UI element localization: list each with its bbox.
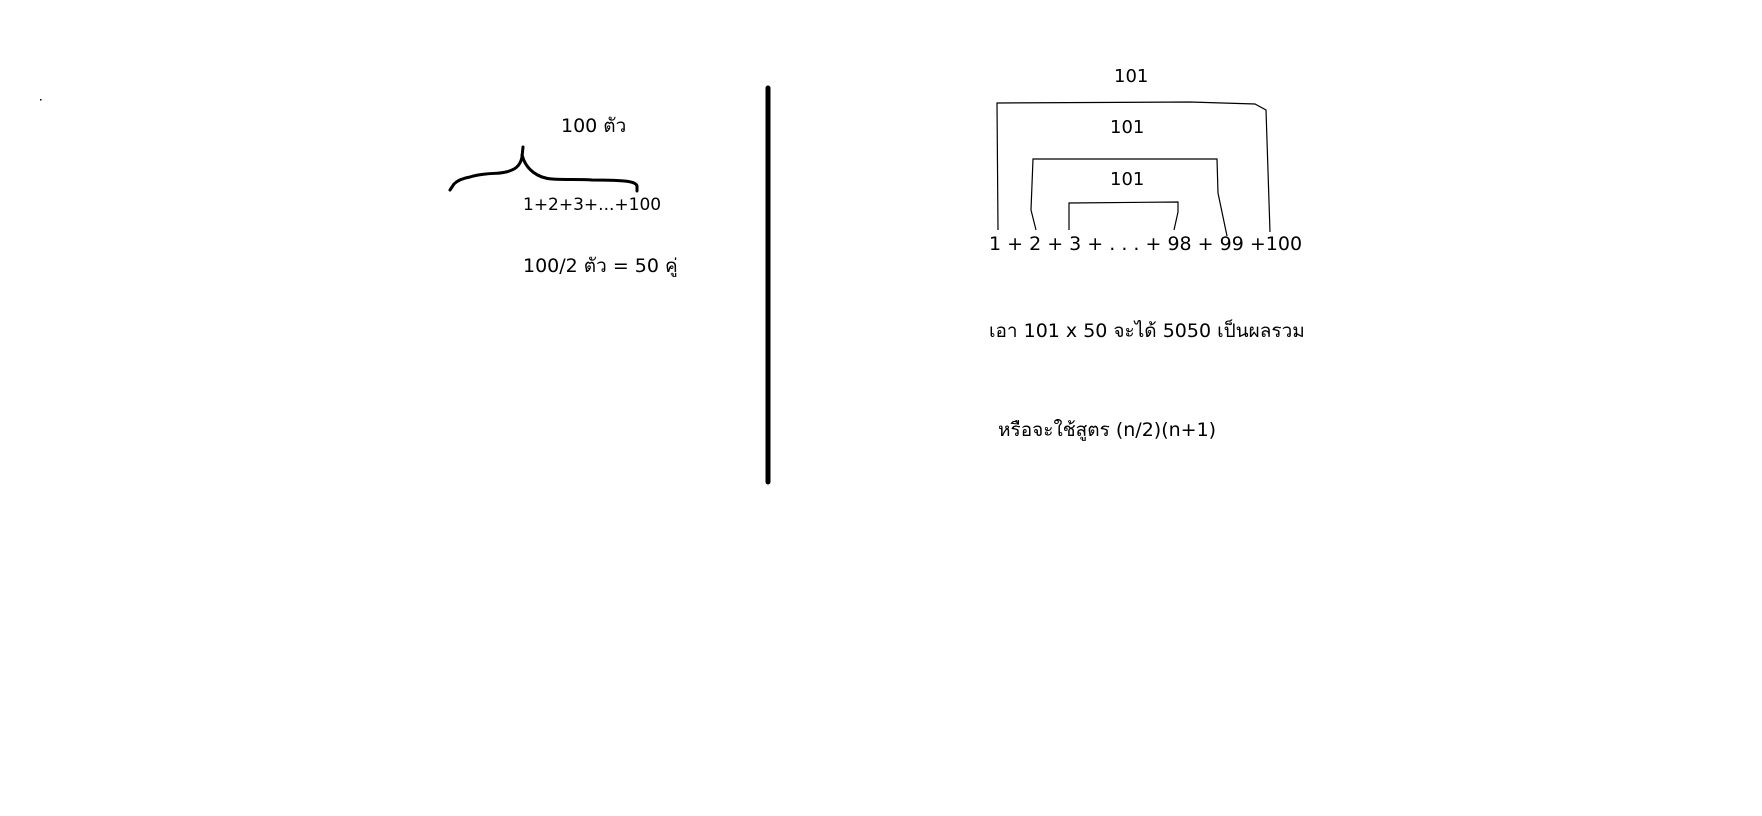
outer-pair-sum: 101 [1114, 66, 1149, 87]
inner-pair-bracket [1068, 201, 1179, 231]
stray-dot [40, 99, 42, 101]
brace-right-arm [523, 157, 637, 191]
right-series: 1 + 2 + 3 + . . . + 98 + 99 +100 [989, 233, 1303, 255]
curly-brace [444, 157, 537, 196]
left-series: 1+2+3+...+100 [523, 195, 662, 215]
middle-pair-bracket [1030, 158, 1228, 237]
sum-result: เอา 101 x 50 จะได้ 5050 เป็นผลรวม [989, 320, 1305, 342]
formula-text: หรือจะใช้สูตร (n/2)(n+1) [998, 419, 1217, 441]
middle-pair-sum: 101 [1110, 117, 1145, 138]
brace-shape [448, 145, 525, 192]
brace-label: 100 ตัว [561, 115, 627, 137]
brace-right [520, 153, 639, 193]
outer-pair-bracket [996, 101, 1271, 233]
inner-pair-sum: 101 [1110, 169, 1145, 190]
pairs-count: 100/2 ตัว = 50 คู่ [523, 255, 678, 277]
